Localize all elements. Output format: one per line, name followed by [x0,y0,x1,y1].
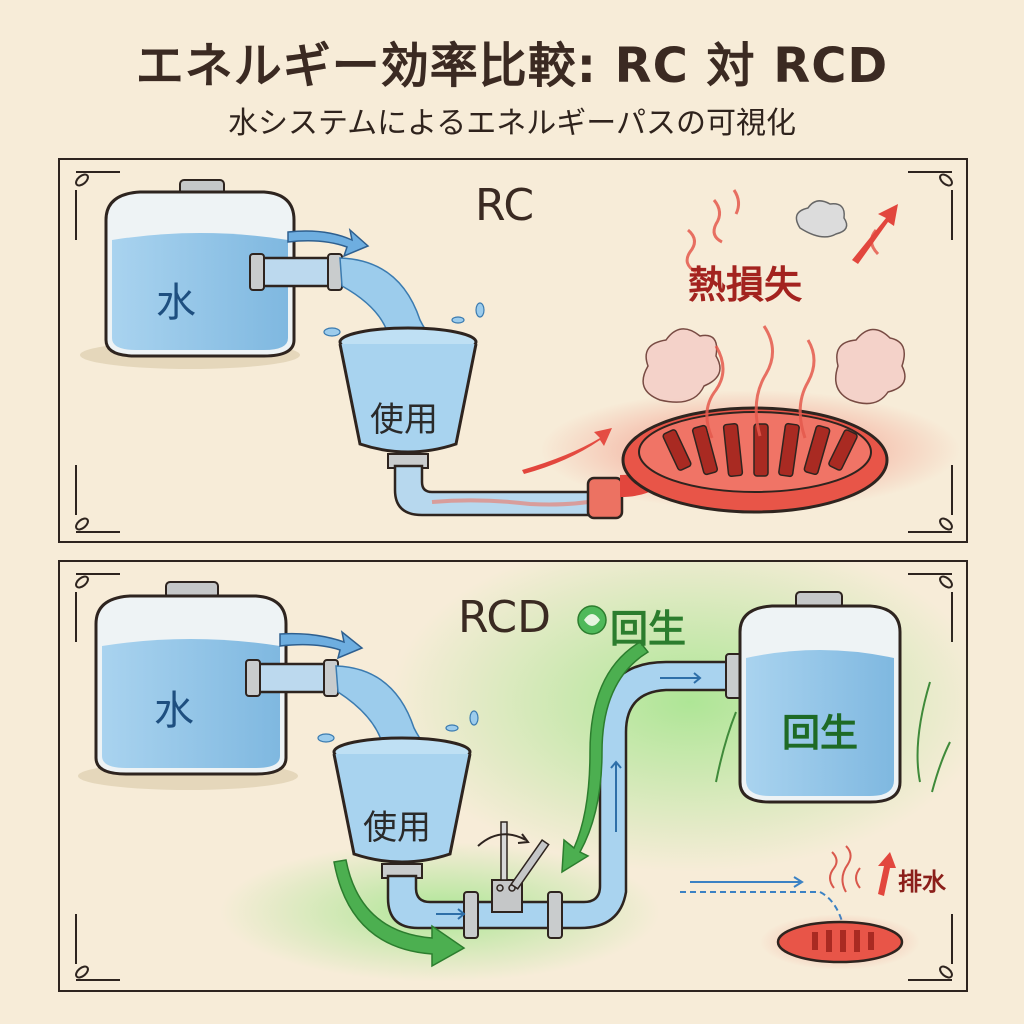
rcd-drain-label: 排水 [898,868,946,896]
steam-icon [642,328,906,405]
drain-heat-arrow-icon [878,852,896,896]
flow-arrow-icon [279,630,364,660]
rc-title: RC [475,180,535,231]
drain-steam [829,845,861,893]
rcd-bucket-label: 使用 [363,808,431,848]
green-flow-arrow-icon [333,859,466,968]
drain-line [680,876,847,939]
page-subtitle: 水システムによるエネルギーパスの可視化 [228,106,796,141]
heat-rise-arrow-icon [852,204,898,264]
rc-scene [75,171,960,533]
bucket-icon [332,736,472,879]
water-splash [323,302,485,337]
rc-heat-loss-label: 熱損失 [688,263,803,307]
corner-ornaments [75,171,953,533]
water-splash [317,710,479,743]
page-title: エネルギー効率比較: RC 対 RCD [135,38,889,94]
pipe-flow-arrows [436,672,702,920]
rcd-scene [75,562,970,982]
rcd-panel: RCD 回生 水 使用 回生 排水 [58,560,970,992]
recycle-swirl-icon [577,605,607,635]
rcd-title: RCD [458,592,551,643]
small-drain-grate-icon [776,920,904,964]
hot-drain-grate-icon [586,406,889,520]
outlet-pipe [249,253,343,291]
rcd-regen-badge-label: 回生 [610,607,687,651]
regen-tank-icon [715,591,951,804]
flow-arrow-icon [287,227,370,258]
water-tank-icon [80,179,300,369]
cloud-puff [795,200,848,238]
valve-icon [477,821,550,913]
water-tank-icon [78,581,298,790]
return-pipe [386,660,736,930]
corner-ornaments [75,573,953,981]
rcd-regen-tank-label: 回生 [782,711,859,755]
green-return-arrow-icon [561,641,650,874]
rc-bucket-label: 使用 [370,400,438,440]
rc-panel: RC 水 使用 熱損失 [58,158,968,543]
rcd-tank-label: 水 [154,688,194,734]
outlet-pipe [245,659,339,697]
bucket-icon [338,326,478,469]
rc-tank-label: 水 [156,280,196,326]
